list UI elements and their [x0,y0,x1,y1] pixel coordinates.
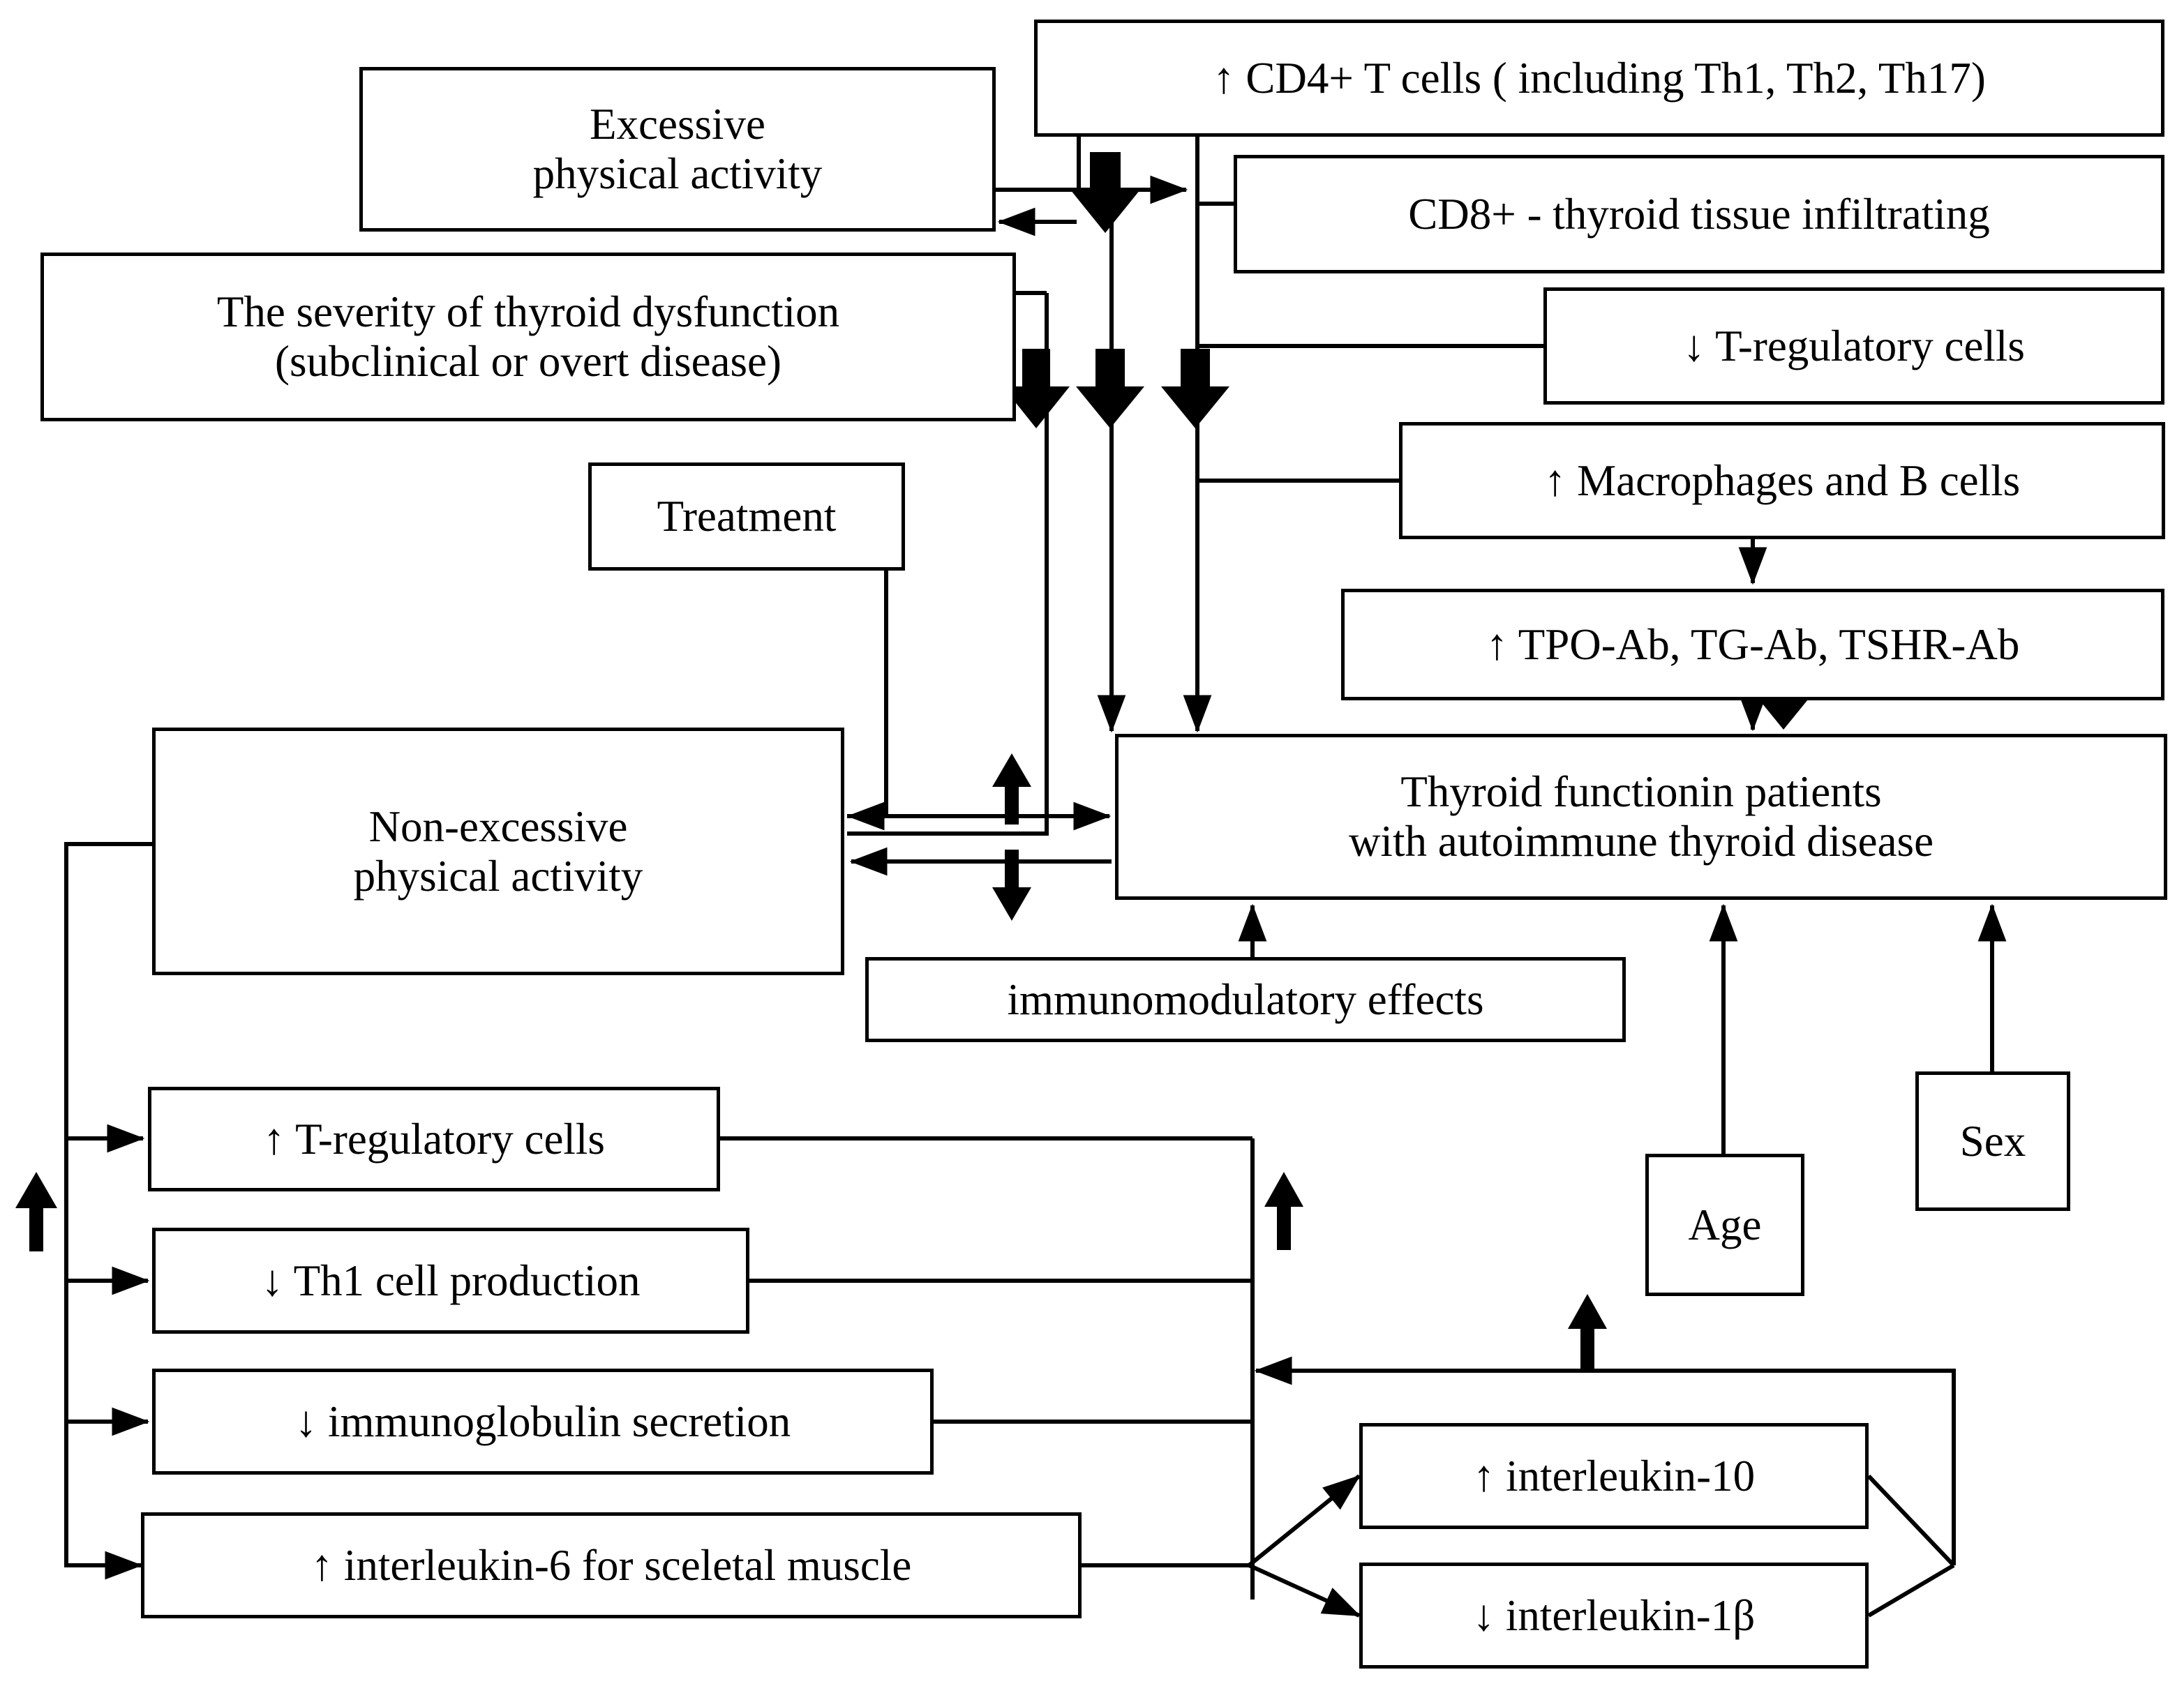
node-interleukin-1-beta-down[interactable]: ↓ interleukin-1β [1359,1563,1869,1669]
edge-treatment-to-nonexc [846,571,888,831]
edge-il6-to-il1b [1248,1563,1361,1618]
node-label: ↑ T-regulatory cells [263,1114,605,1164]
node-t-regulatory-cells-down[interactable]: ↓ T-regulatory cells [1543,287,2164,405]
node-immunoglobulin-secretion-down[interactable]: ↓ immunoglobulin secretion [152,1369,934,1475]
node-label: ↑ interleukin-6 for sceletal muscle [311,1540,912,1590]
node-interleukin-6-skeletal-muscle[interactable]: ↑ interleukin-6 for sceletal muscle [141,1512,1082,1618]
bold-arrow-up-bottom [1568,1294,1607,1372]
edge-merge-to-collector [1254,1356,1956,1565]
node-label: immunomodulatory effects [1007,974,1484,1024]
edge-severity-to-nonexc-path [847,293,1049,836]
node-th1-cell-production-down[interactable]: ↓ Th1 cell production [152,1228,749,1334]
bold-arrow-down-3 [1076,349,1144,428]
bold-arrow-down-6 [992,850,1031,921]
node-cd4-t-cells[interactable]: ↑ CD4+ T cells ( including Th1, Th2, Th1… [1034,20,2164,137]
node-label: ↑ interleukin-10 [1472,1451,1756,1500]
node-label: Sex [1959,1116,2026,1166]
node-label: ↑ TPO-Ab, TG-Ab, TSHR-Ab [1486,619,2020,669]
node-label: Treatment [657,492,837,541]
node-age[interactable]: Age [1645,1154,1804,1296]
bold-arrow-down-1 [1070,152,1140,233]
node-sex[interactable]: Sex [1915,1071,2070,1211]
edge-il1b-merge [1867,1563,1955,1618]
node-immunomodulatory-effects[interactable]: immunomodulatory effects [865,957,1626,1042]
node-interleukin-10-up[interactable]: ↑ interleukin-10 [1359,1423,1869,1529]
node-label: ↓ T-regulatory cells [1683,321,2025,370]
edge-cd4-spur-left [994,137,1081,192]
node-label: ↓ Th1 cell production [261,1256,641,1305]
bold-arrow-up-1 [992,753,1031,825]
node-t-regulatory-cells-up[interactable]: ↑ T-regulatory cells [148,1087,720,1191]
edge-il10-merge [1867,1474,1956,1567]
node-macrophages-and-b-cells[interactable]: ↑ Macrophages and B cells [1399,422,2165,539]
bold-arrow-up-left [15,1172,57,1251]
node-severity-of-thyroid-dysfunction[interactable]: The severity of thyroid dysfunction(subc… [40,253,1016,421]
node-label: ↑ Macrophages and B cells [1543,456,2021,505]
node-label: ↓ immunoglobulin secretion [294,1397,791,1446]
node-label: The severity of thyroid dysfunction(subc… [216,287,840,386]
node-label: CD8+ - thyroid tissue infiltrating [1408,189,1990,239]
bold-arrow-down-4 [1161,349,1229,428]
bold-arrow-down-2 [1003,349,1070,428]
node-label: ↓ interleukin-1β [1472,1590,1756,1640]
edge-nonexc-bus-to-il6 [64,842,152,1580]
bold-arrow-up-collector [1264,1172,1303,1250]
node-label: ↑ CD4+ T cells ( including Th1, Th2, Th1… [1213,53,1986,103]
node-label: Age [1688,1200,1762,1249]
edge-il6-to-il10 [1248,1474,1361,1567]
node-treatment[interactable]: Treatment [588,462,905,571]
node-antibodies-tpo-tg-tshr[interactable]: ↑ TPO-Ab, TG-Ab, TSHR-Ab [1341,589,2164,700]
node-cd8-thyroid-tissue-infiltrating[interactable]: CD8+ - thyroid tissue infiltrating [1234,155,2164,273]
